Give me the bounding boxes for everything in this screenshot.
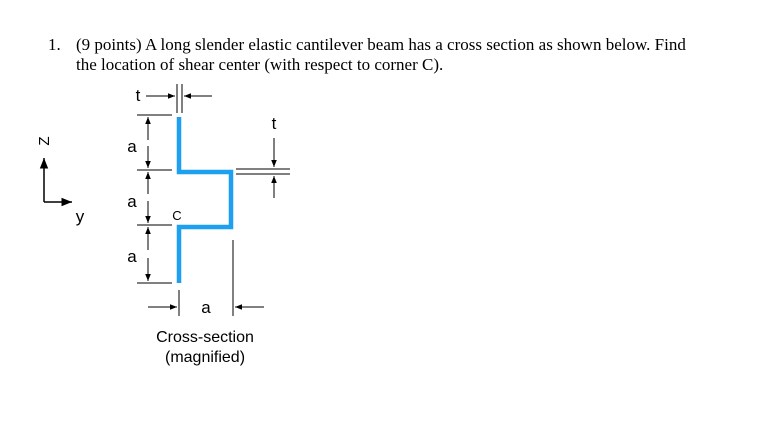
axis-y-label: y (76, 207, 85, 226)
problem-text-1: (9 points) A long slender elastic cantil… (76, 35, 686, 54)
caption-line-1: Cross-section (156, 329, 254, 346)
top-thickness-dimension (146, 84, 212, 113)
problem-line-2: the location of shear center (with respe… (76, 55, 444, 74)
corner-c-label: C (172, 208, 181, 223)
bottom-width-dimension (148, 240, 264, 316)
caption-line-2: (magnified) (165, 349, 245, 366)
problem-number: 1. (48, 35, 61, 54)
right-thickness-dimension (236, 138, 290, 198)
dim-a-bottom-label: a (201, 298, 211, 317)
dim-a-label-1: a (127, 137, 137, 156)
dim-a-label-3: a (127, 247, 137, 266)
cross-section-shape (176, 117, 234, 283)
right-thickness-label: t (272, 114, 277, 133)
left-dimension-lines (137, 114, 172, 284)
top-thickness-label: t (136, 86, 141, 105)
problem-statement: 1. (9 points) A long slender elastic cant… (48, 35, 748, 75)
dim-a-label-2: a (127, 192, 137, 211)
problem-line-1: 1. (9 points) A long slender elastic cant… (48, 35, 748, 55)
axes-icon (39, 158, 72, 207)
axis-z-label: Z (36, 136, 53, 145)
